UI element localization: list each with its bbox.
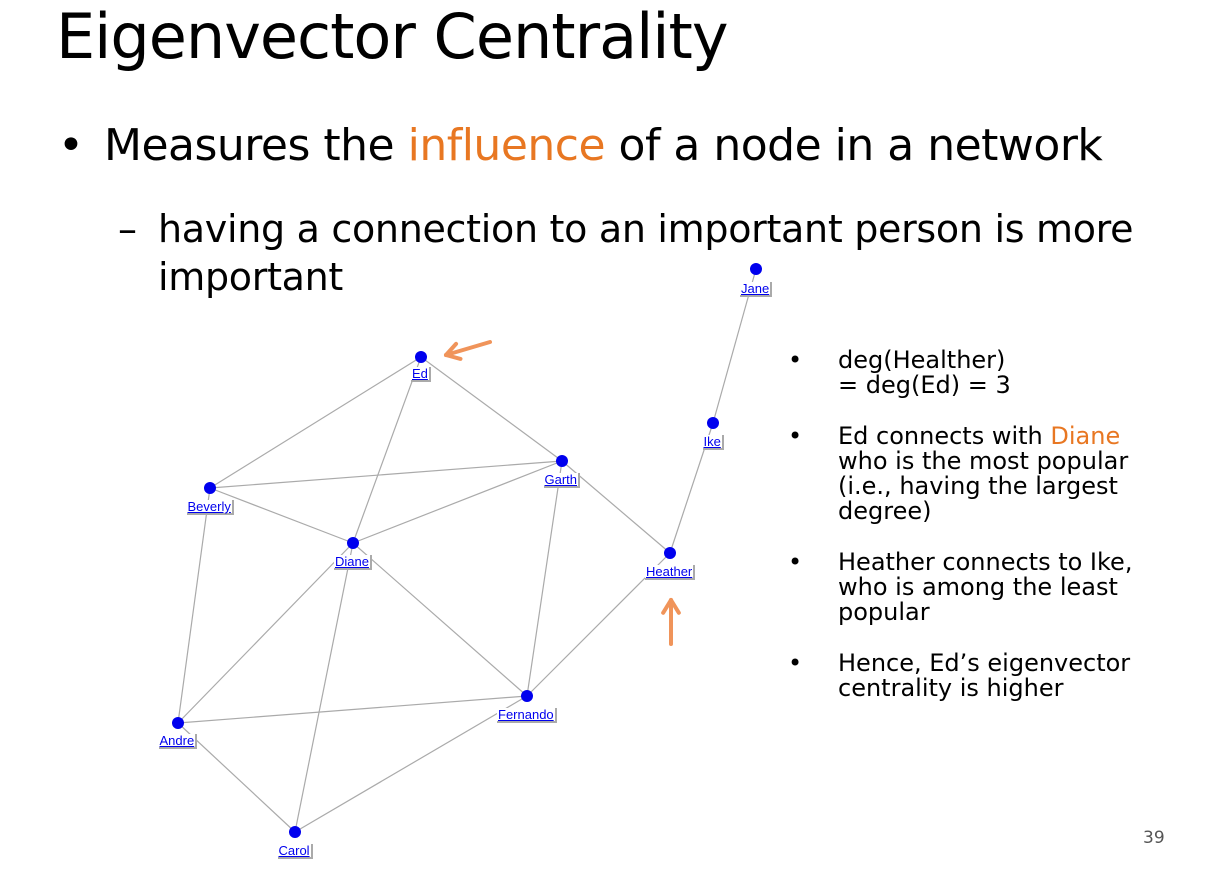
- side-bullet-symbol: •: [788, 422, 803, 450]
- side-bullet-ed-diane: • Ed connects with Diane who is the most…: [788, 424, 1188, 524]
- node-label-andre: Andre: [158, 734, 198, 749]
- side-bullet-symbol: •: [788, 346, 803, 374]
- page-number: 39: [1143, 828, 1165, 848]
- graph-node-garth: [556, 455, 568, 467]
- side-bullet-text: centrality is higher: [838, 674, 1064, 702]
- slide-title: Eigenvector Centrality: [56, 0, 729, 73]
- side-bullet-degree: • deg(Healther) = deg(Ed) = 3: [788, 348, 1188, 398]
- graph-node-andre: [172, 717, 184, 729]
- side-bullet-heather-ike: • Heather connects to Ike, who is among …: [788, 550, 1188, 625]
- node-label-jane: Jane: [740, 282, 773, 297]
- graph-edge: [209, 356, 422, 489]
- side-bullet-text: who is the most popular: [838, 447, 1129, 475]
- side-bullet-list: • deg(Healther) = deg(Ed) = 3 • Ed conne…: [788, 348, 1188, 727]
- side-bullet-conclusion: • Hence, Ed’s eigenvector centrality is …: [788, 651, 1188, 701]
- side-bullet-symbol: •: [788, 548, 803, 576]
- graph-node-heather: [664, 547, 676, 559]
- graph-edges: [177, 268, 757, 833]
- graph-node-fernando: [521, 690, 533, 702]
- graph-edge: [209, 487, 354, 544]
- side-bullet-highlight: Diane: [1050, 422, 1121, 450]
- node-label-carol: Carol: [277, 844, 313, 859]
- graph-edge: [352, 460, 563, 544]
- main-bullet-text-end: of a node in a network: [605, 120, 1103, 171]
- graph-node-carol: [289, 826, 301, 838]
- side-bullet-text: = deg(Ed) = 3: [838, 371, 1011, 399]
- arrow-left-icon: [444, 340, 492, 361]
- side-bullet-text: popular: [838, 598, 930, 626]
- graph-arrows: [444, 340, 681, 646]
- node-label-ike: Ike: [702, 435, 724, 450]
- side-bullet-text: degree): [838, 497, 932, 525]
- sub-bullet-symbol: –: [118, 207, 137, 251]
- graph-edge: [177, 695, 528, 724]
- node-label-garth: Garth: [543, 473, 581, 488]
- side-bullet-text: Heather connects to Ike,: [838, 548, 1133, 576]
- graph-node-beverly: [204, 482, 216, 494]
- side-bullet-text: (i.e., having the largest: [838, 472, 1118, 500]
- graph-node-jane: [750, 263, 762, 275]
- node-label-diane: Diane: [334, 555, 372, 570]
- graph-edge: [294, 542, 354, 833]
- graph-node-ed: [415, 351, 427, 363]
- graph-edge: [526, 460, 563, 697]
- side-bullet-text-start: Ed connects with: [838, 422, 1051, 450]
- graph-edge: [177, 542, 354, 724]
- graph-nodes: [172, 263, 762, 838]
- main-bullet-text-start: Measures the: [104, 120, 408, 171]
- side-bullet-text: Hence, Ed’s eigenvector: [838, 649, 1131, 677]
- graph-node-ike: [707, 417, 719, 429]
- arrow-up-icon: [661, 598, 681, 646]
- sub-bullet-line-1: having a connection to an important pers…: [158, 207, 1134, 251]
- side-bullet-text: Ed connects with Diane: [838, 424, 1188, 449]
- sub-bullet: – having a connection to an important pe…: [118, 205, 1134, 301]
- main-bullet: • Measures the influence of a node in a n…: [58, 120, 1103, 171]
- side-bullet-text: deg(Healther): [838, 346, 1006, 374]
- node-label-heather: Heather: [645, 565, 696, 580]
- bullet-symbol: •: [58, 120, 84, 171]
- side-bullet-text: who is among the least: [838, 573, 1118, 601]
- sub-bullet-line-2: important: [158, 255, 344, 299]
- graph-node-diane: [347, 537, 359, 549]
- graph-edge: [177, 487, 211, 724]
- node-label-ed: Ed: [411, 367, 431, 382]
- graph-edge: [177, 722, 296, 833]
- graph-edge: [294, 695, 528, 833]
- graph-edge: [352, 542, 528, 697]
- side-bullet-symbol: •: [788, 649, 803, 677]
- graph-edge: [420, 356, 563, 462]
- main-bullet-highlight: influence: [407, 120, 606, 171]
- node-label-fernando: Fernando: [497, 708, 557, 723]
- node-label-beverly: Beverly: [186, 500, 234, 515]
- graph-edge: [209, 460, 563, 489]
- graph-edge: [352, 356, 422, 544]
